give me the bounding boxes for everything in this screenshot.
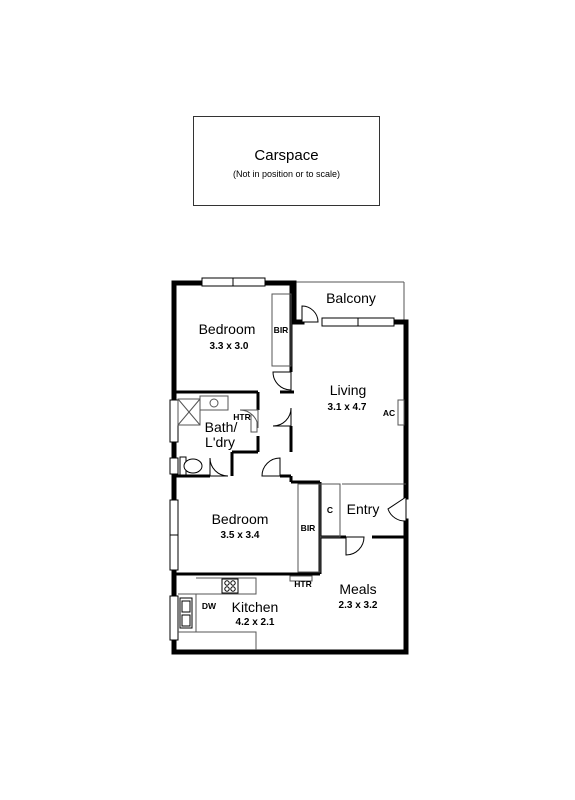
living-name: Living bbox=[329, 382, 367, 398]
carspace-box: Carspace (Not in position or to scale) bbox=[193, 116, 380, 206]
bedroom1-name: Bedroom bbox=[198, 321, 256, 337]
carspace-title: Carspace bbox=[254, 147, 319, 164]
meals-size: 2.3 x 3.2 bbox=[338, 600, 378, 611]
sink-icon bbox=[179, 597, 193, 629]
toilet-icon bbox=[179, 456, 203, 476]
doors bbox=[209, 305, 407, 556]
kitchen-size: 4.2 x 2.1 bbox=[235, 617, 275, 628]
dishwasher-tag: DW bbox=[201, 601, 217, 611]
kitchen-name: Kitchen bbox=[231, 599, 279, 615]
entry-name: Entry bbox=[346, 501, 380, 517]
bedroom2-name: Bedroom bbox=[211, 511, 269, 527]
kitchen-benches bbox=[178, 577, 257, 650]
ac-tag: AC bbox=[382, 408, 396, 418]
htr-tag-bedroom2: HTR bbox=[294, 579, 312, 589]
balcony-name: Balcony bbox=[326, 290, 376, 306]
exterior-walls bbox=[171, 280, 409, 655]
bir-tag-bedroom1: BIR bbox=[273, 325, 289, 335]
htr-tag-bath: HTR bbox=[233, 412, 251, 422]
bedroom1-size: 3.3 x 3.0 bbox=[209, 341, 249, 352]
carspace-note: (Not in position or to scale) bbox=[232, 169, 341, 179]
balcony-outline bbox=[294, 281, 405, 322]
windows bbox=[169, 277, 395, 641]
bath-name-line2: L'dry bbox=[205, 434, 235, 450]
cooktop-icon bbox=[221, 578, 239, 594]
fixtures bbox=[177, 293, 406, 582]
bedroom2-size: 3.5 x 3.4 bbox=[220, 530, 260, 541]
living-size: 3.1 x 4.7 bbox=[327, 402, 367, 413]
bath-name-line1: Bath/ bbox=[204, 419, 238, 435]
bir-tag-bedroom2: BIR bbox=[300, 523, 316, 533]
meals-name: Meals bbox=[339, 581, 377, 597]
cupboard-tag: C bbox=[326, 505, 334, 515]
